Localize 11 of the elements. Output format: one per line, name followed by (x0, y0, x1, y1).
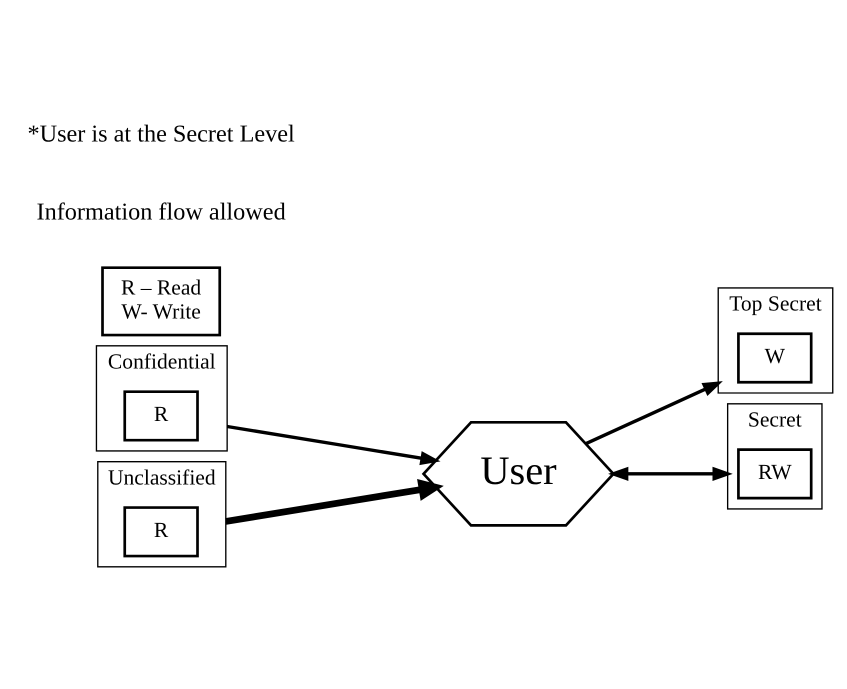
node-box: R – Read W- Write (101, 266, 222, 336)
node-box: RW (737, 448, 813, 500)
node-box: R (123, 390, 199, 442)
arrow (608, 466, 733, 481)
label: Information flow allowed (36, 198, 286, 226)
arrow (226, 424, 441, 466)
arrow (585, 381, 723, 446)
arrow (225, 479, 444, 525)
label: *User is at the Secret Level (27, 120, 295, 148)
node-box: W (737, 332, 813, 384)
node-box: R (123, 506, 199, 558)
